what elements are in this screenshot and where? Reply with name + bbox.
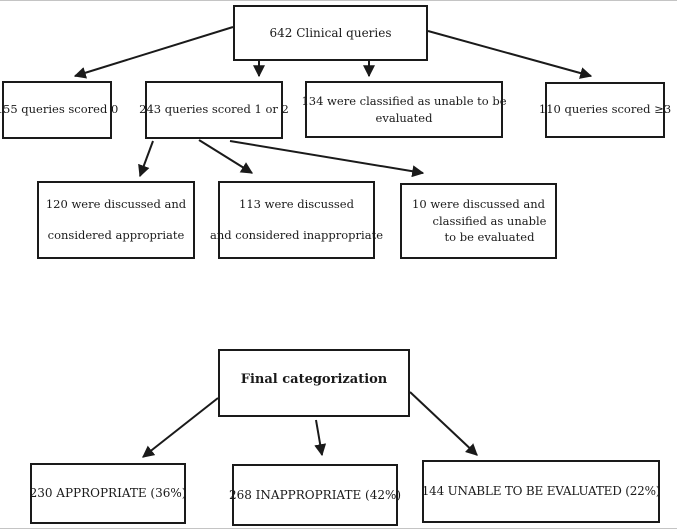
- node-label: 230 APPROPRIATE (36%): [29, 486, 187, 501]
- node-label-line: 10 were discussed and: [412, 196, 545, 211]
- node-label-line: 120 were discussed and: [45, 196, 187, 211]
- node-label: Final categorization: [240, 371, 388, 387]
- node-queries-scored-0: 155 queries scored 0: [0, 81, 118, 139]
- node-label-line: to be evaluated: [444, 230, 535, 245]
- node-label: 268 INAPPROPRIATE (42%): [228, 487, 402, 502]
- node-label: 642 Clinical queries: [269, 25, 392, 40]
- node-label: 243 queries scored 1 or 2: [139, 102, 289, 117]
- node-unable-to-be-evaluated: 134 were classified as unable to be eval…: [301, 81, 507, 138]
- node-label: 155 queries scored 0: [0, 102, 119, 117]
- node-label-line: considered appropriate: [47, 228, 185, 242]
- node-discussed-unable-to-evaluate: 10 were discussed and classified as unab…: [400, 183, 557, 259]
- node-label: 144 UNABLE TO BE EVALUATED (22%): [421, 484, 661, 499]
- node-queries-scored-3-plus: 110 queries scored ≥3: [539, 82, 671, 138]
- node-label-line: evaluated: [375, 110, 433, 125]
- node-queries-scored-1-or-2: 243 queries scored 1 or 2: [139, 81, 289, 139]
- node-final-categorization: Final categorization: [218, 349, 410, 417]
- node-label-line: 113 were discussed: [239, 196, 354, 211]
- node-label-line: and considered inappropriate: [209, 228, 384, 242]
- node-label-line: 134 were classified as unable to be: [301, 94, 507, 109]
- node-discussed-inappropriate: 113 were discussed and considered inappr…: [210, 181, 383, 259]
- node-label-line: classified as unable: [432, 213, 547, 228]
- node-discussed-appropriate: 120 were discussed and considered approp…: [37, 181, 195, 259]
- node-final-unable-to-evaluate: 144 UNABLE TO BE EVALUATED (22%): [422, 460, 660, 523]
- node-total-queries: 642 Clinical queries: [233, 5, 428, 61]
- node-final-appropriate: 230 APPROPRIATE (36%): [30, 463, 186, 524]
- node-final-inappropriate: 268 INAPPROPRIATE (42%): [228, 464, 402, 526]
- node-label: 110 queries scored ≥3: [538, 102, 672, 117]
